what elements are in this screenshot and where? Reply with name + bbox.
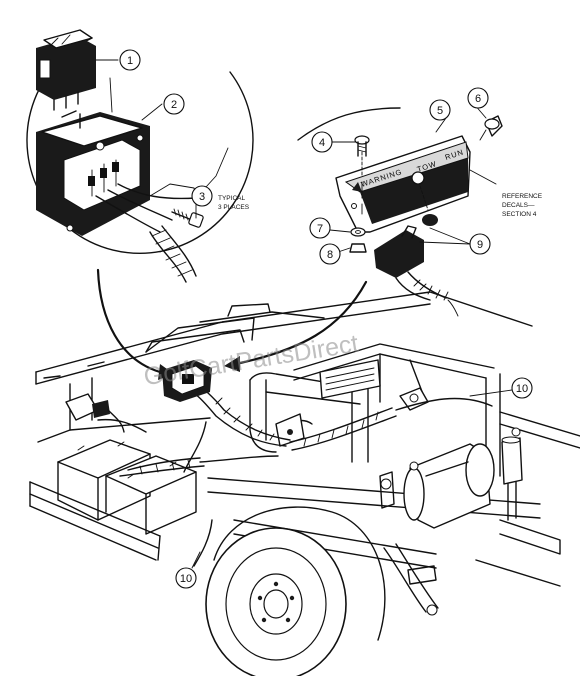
callout-1-label: 1 <box>127 55 133 67</box>
callout-10-upper-label: 10 <box>516 383 528 395</box>
rear-wheel <box>205 506 386 676</box>
callout-5-label: 5 <box>437 105 443 117</box>
nut-part-8 <box>349 243 367 253</box>
callout-9: 9 <box>469 233 491 255</box>
callout-7: 7 <box>309 217 331 239</box>
callout-4: 4 <box>311 131 333 153</box>
callout-10-lower-label: 10 <box>180 573 192 585</box>
decal-plate-detail: WARNING TOW RUN <box>297 107 471 233</box>
callout-9-label: 9 <box>477 239 483 251</box>
tow-run-switch <box>36 29 96 111</box>
switch-part-9 <box>374 214 459 317</box>
bolt-part-4 <box>354 135 370 157</box>
switch-detail-circle <box>26 37 254 254</box>
motor <box>379 443 495 529</box>
reference-note-line2: DECALS— <box>502 202 535 209</box>
typical-note-line1: TYPICAL <box>218 195 245 202</box>
washer-part-7 <box>350 227 366 237</box>
typical-note-line2: 3 PLACES <box>218 204 250 211</box>
callout-2-label: 2 <box>171 99 177 111</box>
callout-3-label: 3 <box>199 191 205 203</box>
callout-3: 3 <box>191 185 213 207</box>
shock-absorber <box>501 427 523 521</box>
callout-10-upper: 10 <box>469 377 533 399</box>
callout-6-label: 6 <box>475 93 481 105</box>
callout-1: 1 <box>119 49 141 71</box>
reference-note-line3: SECTION 4 <box>502 211 537 218</box>
callout-6: 6 <box>467 87 489 109</box>
callout-10-lower: 10 <box>175 551 201 589</box>
charger-receptacle <box>65 393 125 433</box>
callout-8: 8 <box>319 243 341 265</box>
callout-4-label: 4 <box>319 137 325 149</box>
callout-5: 5 <box>429 99 451 121</box>
reference-note-line1: REFERENCE <box>502 193 543 200</box>
typical-note: TYPICAL 3 PLACES <box>218 195 250 211</box>
callout-7-label: 7 <box>317 223 323 235</box>
callout-8-label: 8 <box>327 249 333 261</box>
installed-switch-housing <box>145 329 245 402</box>
reference-decals-note: REFERENCE DECALS— SECTION 4 <box>502 193 543 218</box>
callout-2: 2 <box>163 93 185 115</box>
mounting-screw <box>171 208 204 228</box>
wire-harness <box>97 375 493 567</box>
switch-housing <box>36 110 150 236</box>
suspension <box>383 543 439 616</box>
detail-wire-loom <box>95 147 229 283</box>
knob-part-6 <box>479 115 503 141</box>
